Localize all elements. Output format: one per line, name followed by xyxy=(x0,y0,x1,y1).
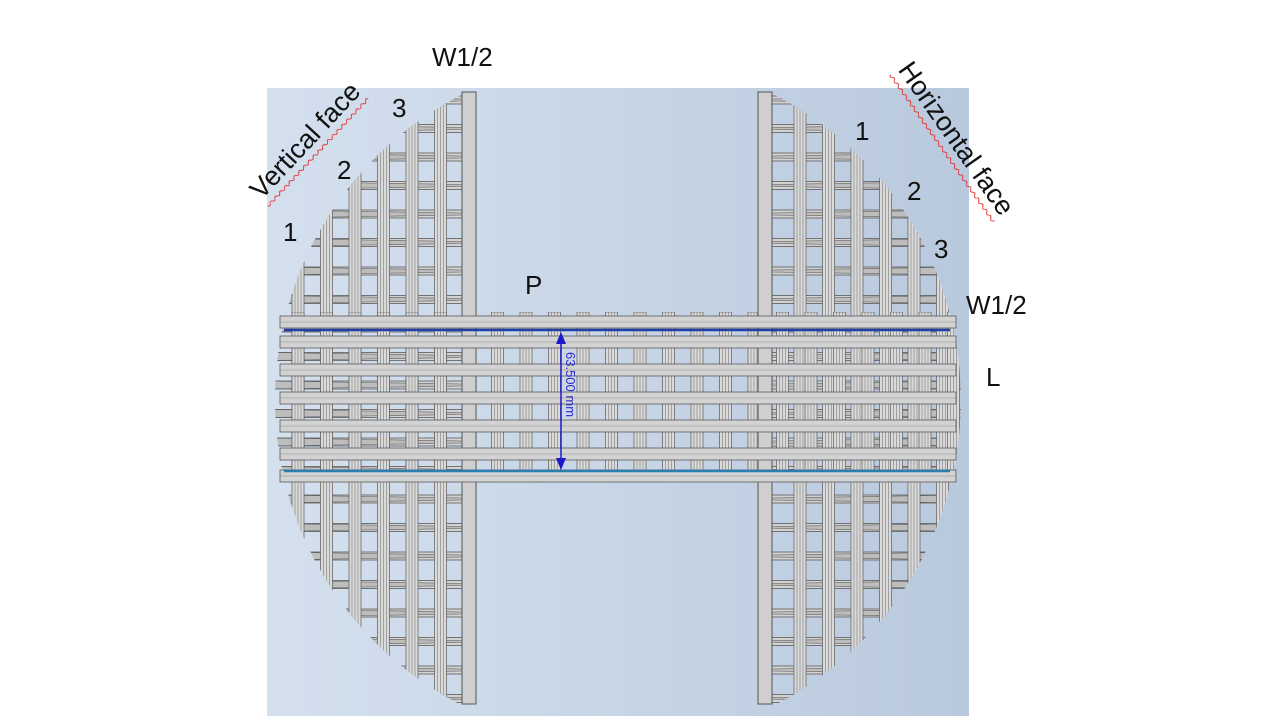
w-half-top-label: W1/2 xyxy=(432,42,493,72)
dimension-label: 63.500 mm xyxy=(563,352,578,417)
right-row-label-1: 1 xyxy=(855,116,870,146)
right-row-label-3: 3 xyxy=(934,234,949,264)
right-row-label-2: 2 xyxy=(907,176,922,206)
p-label: P xyxy=(525,270,543,300)
dimension-arrow-bottom xyxy=(556,458,566,470)
left-row-label-3: 3 xyxy=(392,93,407,123)
w-half-right-label: W1/2 xyxy=(966,290,1027,320)
left-row-label-1: 1 xyxy=(283,217,298,247)
dimension-indicator: 63.500 mm xyxy=(556,332,578,470)
dimension-arrow-top xyxy=(556,332,566,344)
l-label: L xyxy=(986,362,1001,392)
left-row-label-2: 2 xyxy=(337,155,352,185)
central-band-plates xyxy=(279,315,957,483)
